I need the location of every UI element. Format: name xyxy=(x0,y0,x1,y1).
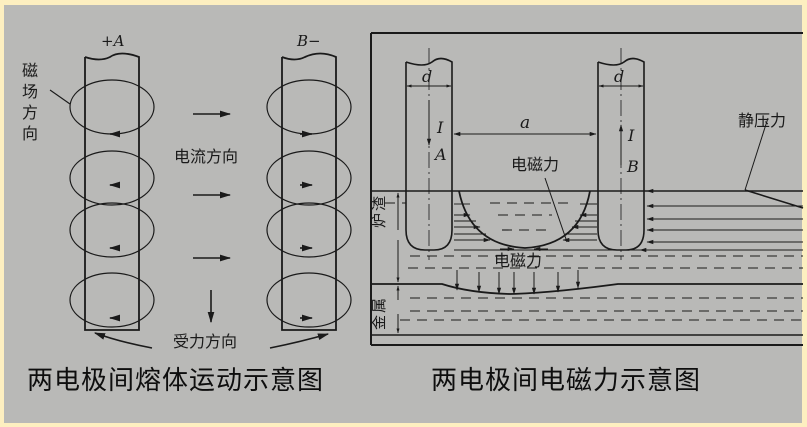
electrode-a-right xyxy=(405,57,453,251)
svg-text:金: 金 xyxy=(370,315,388,330)
magnetic-field-label: 磁 场 方 向 xyxy=(22,61,38,143)
force-curve-right xyxy=(269,333,330,349)
svg-text:方: 方 xyxy=(22,103,38,122)
right-figure xyxy=(370,32,804,346)
svg-text:渣: 渣 xyxy=(370,196,388,211)
bowl-force-arrows xyxy=(454,212,597,252)
svg-text:磁: 磁 xyxy=(22,61,38,80)
field-loops-b xyxy=(266,79,352,328)
metal-surface xyxy=(371,283,803,295)
em-force-leader xyxy=(544,177,568,243)
current-direction-arrows xyxy=(193,110,232,262)
field-label-leader xyxy=(49,89,71,105)
metal-label: 金 属 xyxy=(370,298,388,330)
spacing-label: a xyxy=(520,113,530,133)
force-direction-label: 受力方向 xyxy=(173,332,237,351)
diameter-label-b: d xyxy=(614,67,624,86)
electrode-a-tag: A xyxy=(433,145,447,164)
left-figure-caption: 两电极间熔体运动示意图 xyxy=(27,366,325,396)
diameter-label-a: d xyxy=(422,67,432,86)
svg-text:属: 属 xyxy=(370,298,388,313)
metal-force-arrows xyxy=(454,270,581,295)
current-label-b: I xyxy=(627,126,635,145)
svg-text:炉: 炉 xyxy=(370,213,388,228)
static-pressure-label: 静压力 xyxy=(738,111,786,130)
svg-text:场: 场 xyxy=(22,82,38,101)
electrode-a xyxy=(84,52,140,331)
em-force-label-bottom: 电磁力 xyxy=(494,251,542,270)
current-label-a: I xyxy=(436,118,444,137)
current-direction-label: 电流方向 xyxy=(174,147,238,166)
left-figure xyxy=(49,52,352,349)
force-curve-left xyxy=(93,332,153,349)
em-force-bowl xyxy=(458,190,591,249)
field-loops-a xyxy=(69,79,155,328)
electrode-b-right xyxy=(597,57,645,251)
slag-label: 炉 渣 xyxy=(370,196,388,228)
em-force-label-top: 电磁力 xyxy=(511,155,559,174)
electrode-b xyxy=(281,52,337,331)
electrode-b-tag: B xyxy=(626,157,639,176)
electrode-b-label: B− xyxy=(296,32,321,50)
scanned-page xyxy=(4,5,802,423)
svg-text:向: 向 xyxy=(22,124,38,143)
electrode-a-label: +A xyxy=(101,32,125,50)
static-pressure-leader xyxy=(744,117,769,191)
right-figure-caption: 两电极间电磁力示意图 xyxy=(431,366,702,396)
